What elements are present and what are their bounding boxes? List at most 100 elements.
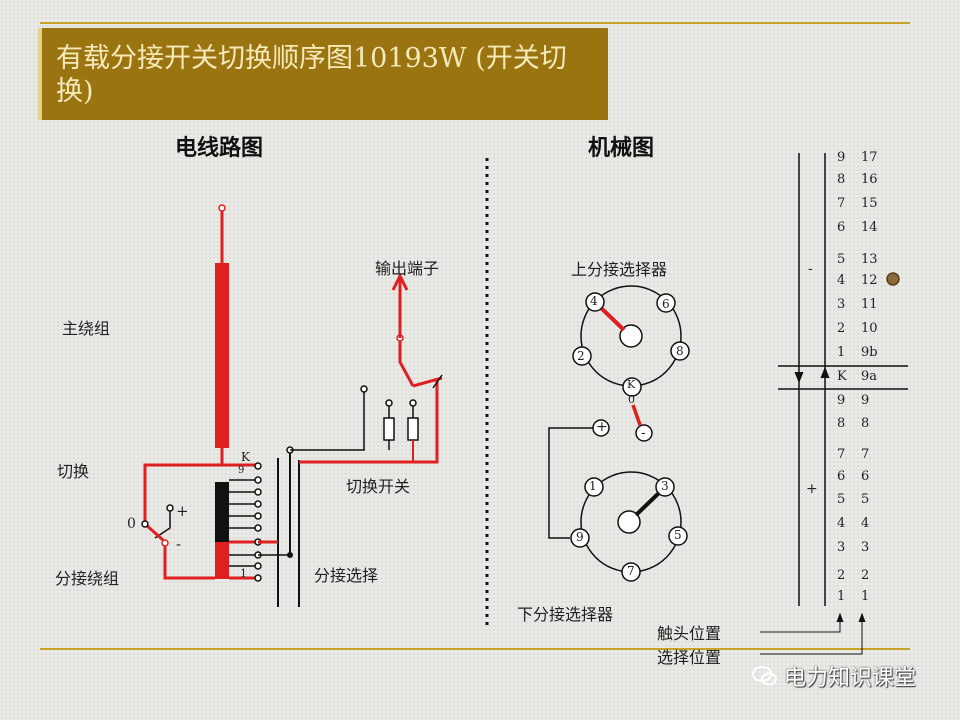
transition-resistor-right [407,417,419,441]
main-winding-label: 主绕组 [62,319,111,338]
mechanical-heading: 机械图 [588,135,655,161]
position-select-6: 11 [861,297,878,312]
transition-resistor-left [383,417,395,441]
upper-contact-8: 8 [676,344,684,358]
plus-range-label: + [806,481,818,497]
position-contact-0: 9 [837,150,845,165]
position-select-9: 9a [861,369,877,384]
position-contact-3: 6 [837,220,845,235]
upper-selector-hub [619,324,643,348]
tap-one-label: 1 [240,567,247,580]
change-over-blade [144,522,164,542]
lower-contact-9: 9 [576,530,584,544]
diverter-black-wire [290,390,365,451]
circuit-heading: 电线路图 [175,135,264,161]
mech-minus-label: - [641,425,646,441]
position-select-2: 15 [861,196,878,211]
mechanical-diagram [548,285,690,582]
resistor-left-contact [385,399,393,407]
tap-select-label: 分接选择 [314,566,379,585]
position-contact-18: 1 [837,589,845,604]
output-terminal-label: 输出端子 [375,259,440,278]
position-select-5: 12 [861,273,878,288]
diverter-cross-bar [432,374,443,389]
diverter-red-wire [299,380,439,464]
position-contact-16: 3 [837,540,845,555]
tap-k-label: K [241,450,250,464]
position-contact-7: 2 [837,321,845,336]
position-contact-17: 2 [837,568,845,583]
position-contact-14: 5 [837,492,845,507]
lower-contact-1: 1 [589,479,597,493]
change-over-plus-lead [154,510,171,539]
position-select-10: 9 [861,393,869,408]
minus-contact [635,424,653,442]
tap-winding-coil-red [215,542,229,579]
mech-plus-label: + [596,419,608,435]
diverter-left-contact [360,385,368,393]
position-contact-15: 4 [837,516,845,531]
contact-pointer-head [836,612,844,623]
position-contact-4: 5 [837,252,845,267]
tap-winding-label: 分接绕组 [55,569,120,588]
lower-selector-label: 下分接选择器 [517,605,614,624]
upper-selector-label: 上分接选择器 [571,260,668,279]
change-over-pivot [141,520,149,528]
position-select-12: 7 [861,447,869,462]
diverter-switch-label: 切换开关 [346,477,411,496]
plus-link [548,427,593,539]
position-select-17: 2 [861,568,869,583]
upper-contact-4: 4 [590,294,598,308]
resistor-right-contact [409,399,417,407]
upper-selector-arm [597,304,626,332]
tap-winding-coil-black [215,482,229,542]
page-title: 有载分接开关切换顺序图10193W (开关切换) [56,43,567,107]
lower-contact-7: 7 [627,564,635,578]
position-contact-10: 9 [837,393,845,408]
diverter-blade [412,376,443,388]
circuit-diagram [141,204,443,607]
lower-contact-3: 3 [661,479,669,493]
plus-label: + [176,502,189,520]
position-select-14: 5 [861,492,869,507]
upper-contact-6: 6 [662,297,670,311]
minus-range-label: - [808,261,813,277]
k-zero-label: 0 [628,393,635,406]
position-contact-6: 3 [837,297,845,312]
selector-junction [287,552,293,558]
k-arm [631,404,642,426]
tap-contacts [254,462,262,582]
switching-label: 切换 [57,462,90,481]
zero-label: 0 [127,516,136,532]
select-pointer-head [858,612,866,623]
position-contact-1: 8 [837,172,845,187]
watermark: 电力知识课堂 [752,660,916,692]
tap-leads [229,479,256,567]
top-rule [40,22,910,24]
position-contact-5: 4 [837,273,845,288]
position-select-11: 8 [861,416,869,431]
position-contact-2: 7 [837,196,845,211]
minus-label: - [176,535,182,553]
position-contact-12: 7 [837,447,845,462]
k-contact [622,377,642,397]
upper-selector-contacts [572,292,690,366]
title-banner: 有载分接开关切换顺序图10193W (开关切换) [42,28,608,120]
position-select-1: 16 [861,172,878,187]
position-select-3: 14 [861,220,878,235]
position-contact-11: 8 [837,416,845,431]
main-winding-coil [215,263,229,448]
upper-contact-2: 2 [577,349,585,363]
position-contact-8: 1 [837,345,845,360]
position-contact-9: K [837,369,847,384]
switching-wire [143,463,258,524]
select-pointer [760,617,863,655]
position-select-13: 6 [861,469,869,484]
watermark-text: 电力知识课堂 [784,666,917,691]
contact-position-label: 触头位置 [657,624,722,643]
k-arrow-up [820,366,830,379]
position-select-15: 4 [861,516,869,531]
